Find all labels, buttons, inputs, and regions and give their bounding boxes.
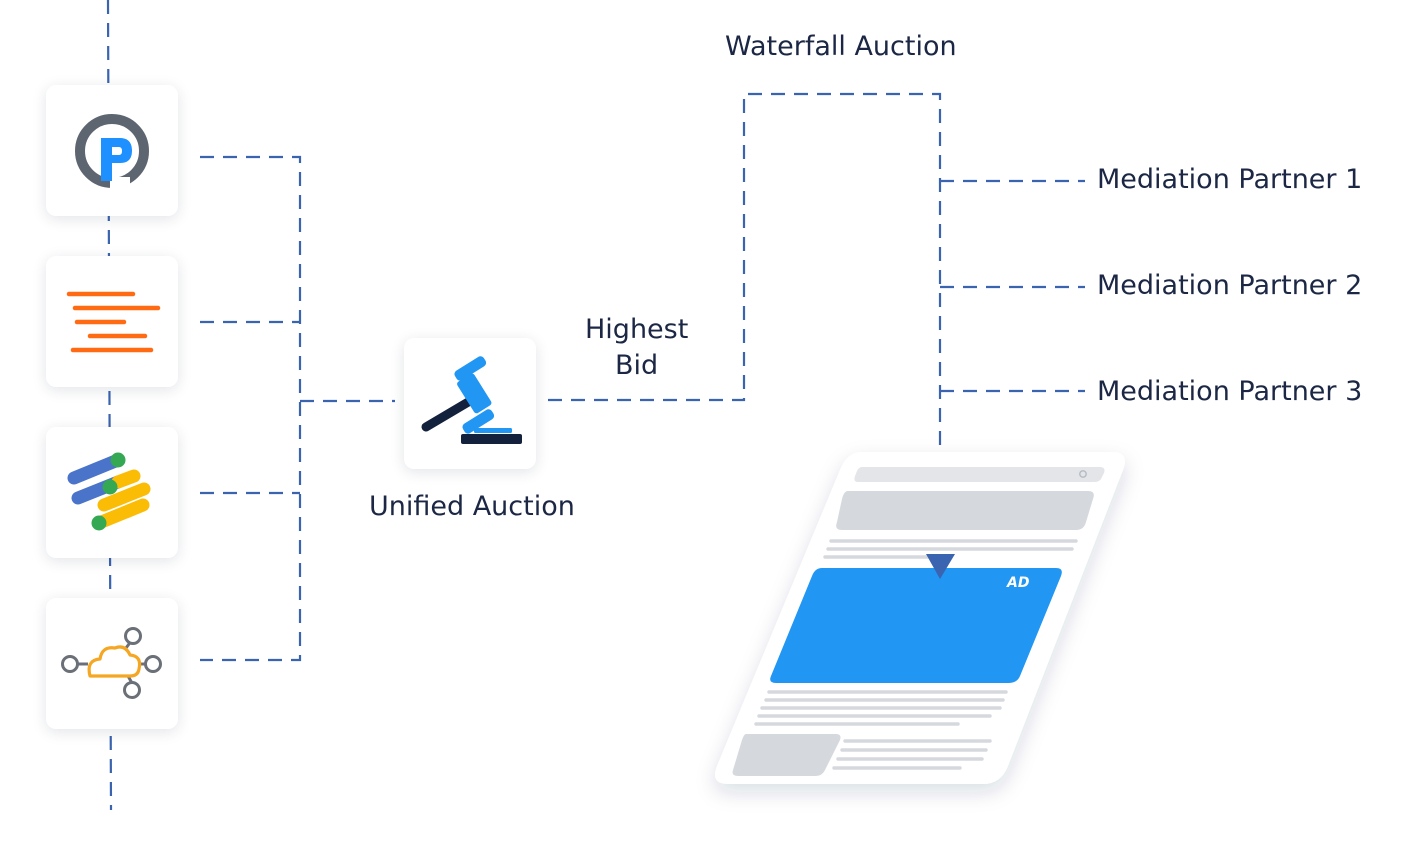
phone-header-block [836,491,1094,530]
cloud-network-icon [61,627,162,699]
bidder-1-connector [200,155,302,662]
mediation-partner-3: Mediation Partner 3 [1097,376,1363,407]
bidder-card-lines-logo [46,256,178,387]
bidder-card-stripes-logo [46,427,178,558]
phone-search-bar [854,467,1105,482]
p-letter-logo-icon [75,114,149,191]
phone-search-icon [1079,470,1087,478]
unified-auction-card [404,338,536,469]
highest-bid-label-line2: Bid [615,350,659,381]
mediation-partner-2: Mediation Partner 2 [1097,270,1363,301]
phone-thumbnail [732,734,841,776]
orange-lines-logo-icon [66,291,161,353]
highest-bid-connector [548,92,942,555]
highest-bid-label-line1: Highest [585,314,689,345]
gavel-icon [421,356,522,444]
stripes-logo-icon [67,452,151,531]
waterfall-auction-label: Waterfall Auction [725,31,957,62]
ad-badge: AD [1007,575,1030,591]
unified-auction-label: Unified Auction [369,491,575,522]
arrow-head [926,554,955,579]
bidder-card-p-logo [46,85,178,216]
ad-banner [770,568,1062,683]
bidder-card-cloud-logo [46,598,178,729]
mediation-partner-1: Mediation Partner 1 [1097,164,1363,195]
